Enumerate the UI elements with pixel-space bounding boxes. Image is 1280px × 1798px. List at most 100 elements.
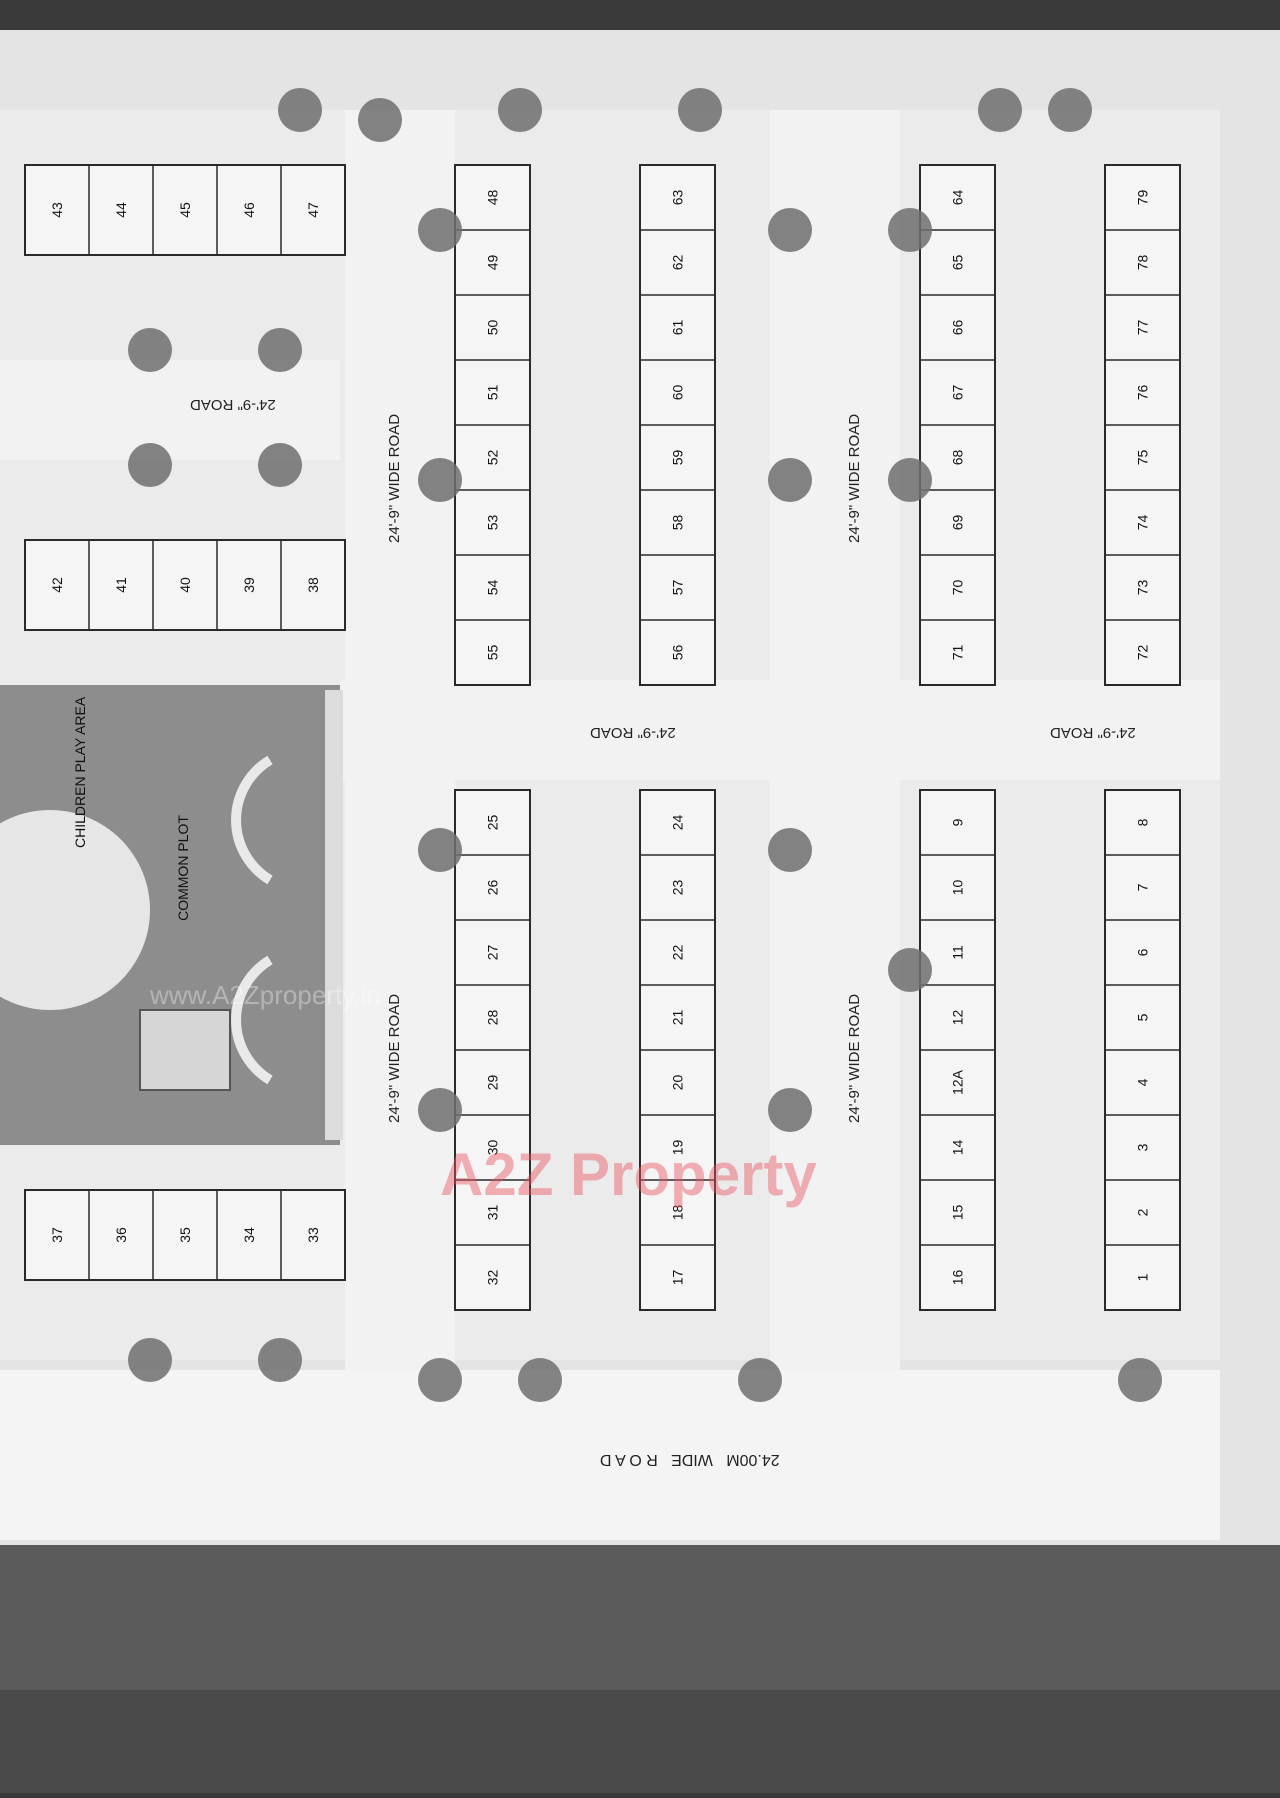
label-wide-road-b: 24'-9" WIDE ROAD (386, 993, 404, 1124)
unit-number: 8 (1135, 818, 1151, 826)
unit-number: 17 (670, 1270, 686, 1286)
unit-number: 12A (950, 1069, 966, 1095)
tree-icon (418, 208, 462, 252)
label-wide-road-c: 24'-9" WIDE ROAD (846, 413, 864, 544)
tree-icon (678, 88, 722, 132)
walkway (325, 690, 343, 1140)
unit-number: 53 (485, 515, 501, 531)
unit-number: 28 (485, 1010, 501, 1026)
unit-number: 74 (1135, 515, 1151, 531)
pavilion (139, 1009, 231, 1091)
unit-number: 12 (950, 1010, 966, 1026)
unit-number: 67 (950, 385, 966, 401)
watermark-faint: www.A2Zproperty.in (150, 980, 381, 1010)
unit-number: 52 (485, 450, 501, 466)
unit-number: 11 (950, 945, 966, 960)
unit-number: 47 (305, 202, 321, 218)
unit-number: 72 (1135, 645, 1151, 661)
unit-number: 70 (950, 580, 966, 596)
watermark-brand: A2Z Property (440, 1141, 817, 1208)
unit-number: 55 (485, 645, 501, 661)
unit-number: 41 (113, 577, 129, 593)
unit-number: 38 (305, 577, 321, 593)
unit-number: 20 (670, 1075, 686, 1091)
unit-number: 35 (177, 1227, 193, 1243)
unit-number: 37 (49, 1227, 65, 1243)
unit-number: 27 (485, 945, 501, 961)
unit-number: 10 (950, 880, 966, 896)
tree-icon (498, 88, 542, 132)
road-vertical-west (345, 110, 455, 1390)
label-children-play-area: CHILDREN PLAY AREA (72, 696, 88, 848)
unit-number: 44 (113, 202, 129, 218)
unit-number: 59 (670, 450, 686, 466)
tree-icon (768, 458, 812, 502)
unit-number: 49 (485, 255, 501, 271)
unit-number: 36 (113, 1227, 129, 1243)
unit-number: 46 (241, 202, 257, 218)
unit-number: 42 (49, 577, 65, 593)
unit-number: 64 (950, 190, 966, 206)
unit-number: 78 (1135, 255, 1151, 271)
tree-icon (768, 208, 812, 252)
unit-number: 58 (670, 515, 686, 531)
block-sw: 37 36 35 34 33 (24, 1189, 346, 1281)
building-outline (24, 1189, 346, 1281)
unit-number: 71 (950, 645, 966, 661)
unit-number: 69 (950, 515, 966, 531)
tree-icon (888, 458, 932, 502)
bottom-scan-band (0, 1545, 1280, 1690)
tree-icon (418, 458, 462, 502)
bottom-scan-edge (0, 1690, 1280, 1793)
unit-number: 16 (950, 1270, 966, 1286)
unit-number: 23 (670, 880, 686, 896)
unit-number: 75 (1135, 450, 1151, 466)
tree-icon (128, 328, 172, 372)
unit-number: 34 (241, 1227, 257, 1243)
tree-icon (768, 1088, 812, 1132)
unit-number: 73 (1135, 580, 1151, 596)
building-outline (24, 539, 346, 631)
unit-number: 60 (670, 385, 686, 401)
unit-number: 33 (305, 1227, 321, 1243)
tree-icon (1048, 88, 1092, 132)
tree-icon (278, 88, 322, 132)
unit-number: 29 (485, 1075, 501, 1091)
unit-number: 25 (485, 815, 501, 831)
building-outline (24, 164, 346, 256)
tree-icon (768, 828, 812, 872)
unit-number: 1 (1135, 1273, 1151, 1281)
unit-number: 18 (670, 1205, 686, 1221)
tree-icon (258, 443, 302, 487)
label-top-road: 24'-9" ROAD (190, 396, 276, 413)
unit-number: 56 (670, 645, 686, 661)
tree-icon (258, 328, 302, 372)
unit-number: 22 (670, 945, 686, 961)
unit-number: 30 (485, 1140, 501, 1156)
unit-number: 76 (1135, 385, 1151, 401)
unit-number: 51 (485, 385, 501, 401)
unit-number: 32 (485, 1270, 501, 1286)
tree-icon (738, 1358, 782, 1402)
unit-number: 66 (950, 320, 966, 336)
unit-number: 54 (485, 580, 501, 596)
unit-number: 43 (49, 202, 65, 218)
unit-number: 7 (1135, 883, 1151, 891)
unit-number: 39 (241, 577, 257, 593)
common-plot (0, 685, 343, 1145)
tree-icon (518, 1358, 562, 1402)
block-w: 42 41 40 39 38 (24, 539, 346, 631)
unit-number: 5 (1135, 1013, 1151, 1021)
tree-icon (888, 948, 932, 992)
seating-arc-1 (231, 755, 273, 885)
unit-number: 14 (950, 1140, 966, 1156)
unit-number: 40 (177, 577, 193, 593)
label-bottom-road: 24.00M WIDE R O A D (600, 1451, 780, 1468)
tree-icon (978, 88, 1022, 132)
